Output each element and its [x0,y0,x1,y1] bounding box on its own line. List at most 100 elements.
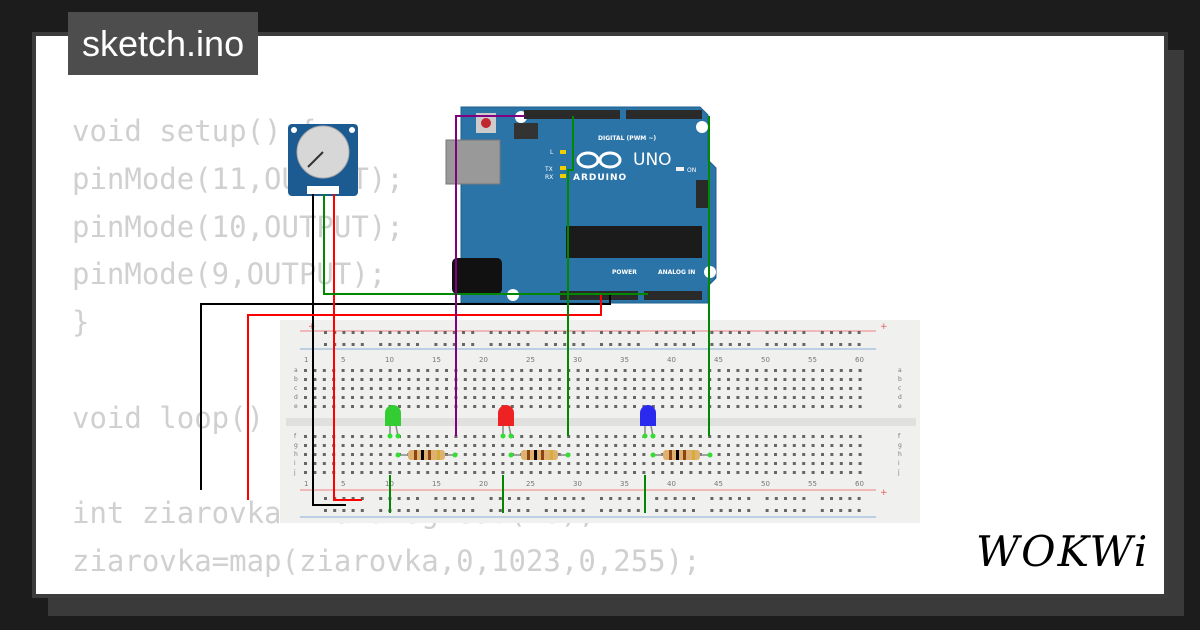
breadboard-hole [738,343,741,346]
breadboard-hole [618,497,622,500]
breadboard-hole [473,435,477,438]
breadboard-hole [492,405,495,408]
breadboard-hole [802,497,806,500]
breadboard-hole [661,444,665,447]
breadboard-hole [567,471,571,474]
breadboard-hole [322,396,326,399]
breadboard-hole [670,435,674,438]
breadboard-hole [554,509,557,512]
resistor[interactable] [508,450,571,460]
breadboard-hole [342,343,346,346]
arduino-uno[interactable]: DIGITAL (PWM ~) ARDUINO UNO POWER ANALOG… [445,106,717,304]
breadboard-hole [379,444,383,447]
breadboard-hole [774,471,777,474]
breadboard-hole [680,387,683,390]
breadboard-hole [435,444,439,447]
breadboard-hole [501,453,505,456]
breadboard-hole [745,444,749,447]
breadboard-hole [473,405,477,408]
breadboard-hole [717,435,721,438]
row-label: c [898,385,901,392]
breadboard-hole [407,471,411,474]
analog-label: ANALOG IN [658,269,695,276]
breadboard-hole [820,509,824,512]
row-label: i [898,460,900,467]
breadboard-hole [379,396,383,399]
breadboard-hole [586,453,589,456]
column-label: 30 [573,356,582,364]
breadboard-hole [745,387,749,390]
breadboard-hole [463,444,467,447]
resistor-band [550,450,553,460]
breadboard-hole [379,331,383,334]
breadboard-hole [736,471,740,474]
breadboard-hole [324,331,327,334]
breadboard-hole [520,369,524,372]
breadboard-hole [811,405,815,408]
breadboard-hole [689,462,693,465]
column-label: 55 [808,480,817,488]
breadboard-hole [539,405,542,408]
breadboard-hole [680,396,683,399]
breadboard-hole [830,343,833,346]
breadboard-hole [360,435,364,438]
breadboard-hole [708,435,712,438]
breadboard-hole [351,405,354,408]
breadboard-hole [774,444,777,447]
breadboard-hole [517,343,521,346]
breadboard-hole [717,396,721,399]
breadboard-hole [443,509,447,512]
resistor[interactable] [395,450,458,460]
breadboard-hole [388,378,392,381]
breadboard-hole [830,369,834,372]
breadboard-hole [783,444,787,447]
breadboard-hole [747,331,751,334]
breadboard-hole [548,369,552,372]
column-label: 50 [761,356,770,364]
breadboard-hole [821,444,824,447]
breadboard-hole [595,405,599,408]
breadboard-hole [435,369,439,372]
breadboard-hole [452,331,456,334]
breadboard-hole [379,462,383,465]
file-tab[interactable]: sketch.ino [68,12,259,75]
breadboard-hole [435,471,439,474]
breadboard-hole [821,471,824,474]
breadboard-hole [539,387,542,390]
breadboard-hole [482,405,486,408]
breadboard-hole [783,435,787,438]
breadboard-hole [526,497,530,500]
breadboard-hole [369,369,373,372]
reset-button[interactable] [481,118,491,128]
breadboard-hole [614,387,618,390]
potentiometer[interactable] [288,124,358,196]
breadboard-hole [304,387,307,390]
breadboard-hole [322,462,326,465]
center-channel [286,418,916,426]
breadboard-hole [595,435,599,438]
breadboard-hole [563,343,567,346]
breadboard-hole [471,509,475,512]
breadboard-hole [764,405,768,408]
breadboard-hole [529,462,533,465]
breadboard-hole [736,378,740,381]
breadboard-hole [651,405,655,408]
resistor[interactable] [650,450,713,460]
breadboard-hole [802,435,806,438]
breadboard-hole [463,462,467,465]
breadboard-hole [614,453,618,456]
breadboard-hole [529,396,533,399]
breadboard-hole [398,471,401,474]
breadboard-hole [498,509,502,512]
breadboard-hole [618,343,622,346]
breadboard-hole [849,471,853,474]
tx-label: TX [544,166,553,173]
breadboard-hole [416,471,420,474]
wokwi-logo: WOKWi [976,527,1147,576]
breadboard-hole [482,462,486,465]
resistor-band [541,450,544,460]
breadboard-hole [848,331,852,334]
breadboard-hole [633,378,636,381]
breadboard-hole [623,453,627,456]
breadboard-hole [473,378,477,381]
